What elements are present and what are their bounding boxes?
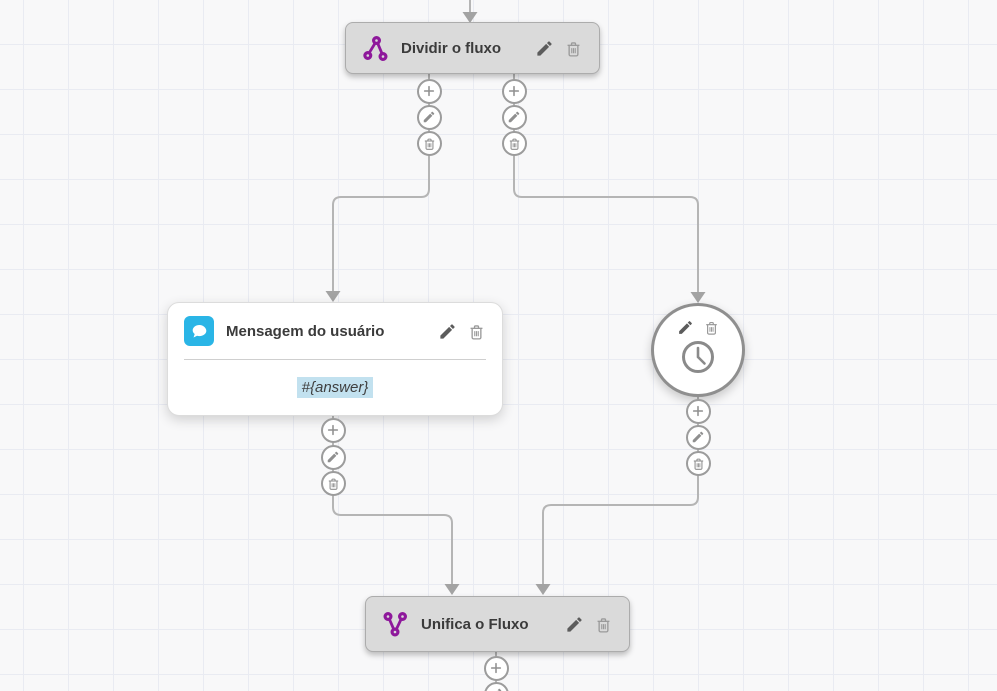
node-user-message[interactable]: Mensagem do usuário #{answer}	[167, 302, 503, 416]
edit-connection-button[interactable]	[320, 444, 346, 470]
delete-connection-button[interactable]	[416, 130, 442, 156]
add-node-button[interactable]	[501, 78, 527, 104]
node-label: Dividir o fluxo	[401, 39, 502, 57]
arrowhead-into-merge-right	[535, 584, 551, 595]
arrowhead-into-split	[462, 12, 478, 23]
node-label: Unifica o Fluxo	[421, 615, 529, 633]
delete-node-icon[interactable]	[594, 615, 613, 634]
node-timer[interactable]	[651, 303, 745, 397]
pencil-icon	[508, 111, 520, 123]
node-split-flow[interactable]: Dividir o fluxo	[345, 22, 600, 74]
trash-icon	[423, 138, 435, 150]
trash-icon	[692, 458, 704, 470]
plus-icon	[490, 662, 502, 674]
message-variable[interactable]: #{answer}	[296, 377, 374, 398]
edit-node-icon[interactable]	[677, 319, 694, 336]
plus-icon	[508, 85, 520, 97]
pencil-icon	[327, 451, 339, 463]
node-label: Mensagem do usuário	[226, 322, 385, 340]
edit-node-icon[interactable]	[565, 615, 584, 634]
edit-connection-button[interactable]	[685, 424, 711, 450]
plus-icon	[692, 405, 704, 417]
arrowhead-into-merge-left	[444, 584, 460, 595]
edit-connection-button[interactable]	[416, 104, 442, 130]
node-merge-flow[interactable]: Unifica o Fluxo	[365, 596, 630, 652]
edit-node-icon[interactable]	[535, 39, 554, 58]
plus-icon	[423, 85, 435, 97]
delete-connection-button[interactable]	[320, 470, 346, 496]
pencil-icon	[692, 431, 704, 443]
arrowhead-into-timer	[690, 292, 706, 303]
pencil-icon	[423, 111, 435, 123]
trash-icon	[508, 138, 520, 150]
delete-node-icon[interactable]	[467, 322, 486, 341]
split-flow-icon	[362, 35, 389, 62]
card-divider	[184, 359, 486, 360]
edit-connection-button[interactable]	[501, 104, 527, 130]
delete-connection-button[interactable]	[685, 450, 711, 476]
add-node-button[interactable]	[416, 78, 442, 104]
wire-message-to-merge	[332, 416, 453, 585]
wire-split-left	[332, 74, 430, 292]
delete-node-icon[interactable]	[703, 319, 720, 336]
delete-connection-button[interactable]	[501, 130, 527, 156]
wire-split-right	[513, 74, 699, 293]
add-node-button[interactable]	[685, 398, 711, 424]
plus-icon	[327, 424, 339, 436]
arrowhead-into-message	[325, 291, 341, 302]
delete-node-icon[interactable]	[564, 39, 583, 58]
add-node-button[interactable]	[320, 417, 346, 443]
edit-node-icon[interactable]	[438, 322, 457, 341]
merge-flow-icon	[382, 611, 409, 638]
trash-icon	[327, 478, 339, 490]
wire-timer-to-merge	[542, 397, 699, 585]
add-node-button[interactable]	[483, 655, 509, 681]
pencil-icon	[490, 688, 502, 691]
chat-bubble-icon	[184, 316, 214, 346]
clock-icon	[678, 337, 718, 377]
